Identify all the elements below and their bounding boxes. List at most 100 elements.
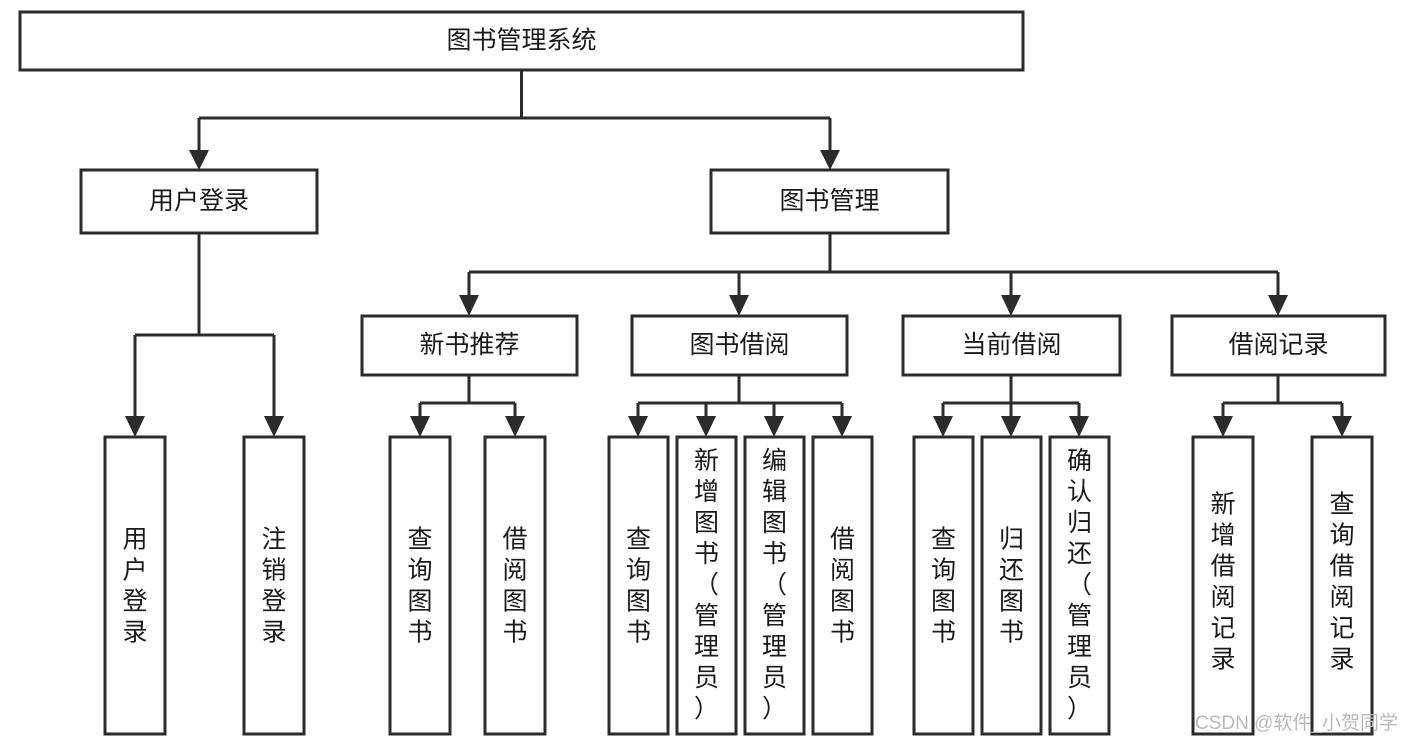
node-br-add-record-box[interactable] xyxy=(1191,435,1255,736)
arrow-head-book-management xyxy=(820,150,840,170)
arrow-head-book-borrow xyxy=(729,295,749,316)
node-book-management-box[interactable] xyxy=(709,168,950,235)
node-cb-confirm-return-label-char: 归 xyxy=(1067,509,1092,537)
node-bb-add-book-box[interactable] xyxy=(675,435,738,736)
node-bb-borrow-book-label-char: 借 xyxy=(830,526,855,554)
node-bb-query-book-label-char: 图 xyxy=(626,588,651,616)
node-nbr-borrow-book-box[interactable] xyxy=(483,435,547,736)
node-bb-edit-book-label-char: ） xyxy=(762,695,787,723)
node-br-add-record-label-char: 录 xyxy=(1210,646,1235,674)
node-book-borrow-box[interactable] xyxy=(630,314,849,377)
arrow-head-user-login xyxy=(189,150,209,170)
node-bb-edit-book-box[interactable] xyxy=(743,435,806,736)
node-bb-edit-book-label-char: 管 xyxy=(762,602,787,630)
node-nbr-borrow-book-label-char: 书 xyxy=(502,619,527,647)
node-book-borrow-label: 图书借阅 xyxy=(689,331,789,359)
node-cb-return-book-label-char: 图 xyxy=(999,588,1024,616)
node-book-management[interactable]: 图书管理 xyxy=(709,168,950,235)
node-cb-confirm-return-label-char: 理 xyxy=(1067,633,1092,661)
arrow-head-cb-confirm-return xyxy=(1069,416,1089,437)
node-br-query-record-label-char: 录 xyxy=(1329,646,1354,674)
node-bb-query-book-box[interactable] xyxy=(607,435,670,736)
node-bb-add-book-label-char: ） xyxy=(694,695,719,723)
node-nbr-query-book-label-char: 询 xyxy=(407,557,432,585)
node-cb-confirm-return-label-char: 确 xyxy=(1067,447,1092,475)
arrow-head-cb-return-book xyxy=(1001,416,1021,437)
node-leaf-user-logout-label-char: 录 xyxy=(261,619,286,647)
node-leaf-user-login-label-char: 录 xyxy=(122,619,147,647)
arrow-head-br-add-record xyxy=(1213,416,1233,437)
arrow-head-bb-edit-book xyxy=(764,416,784,437)
node-br-query-record-label-char: 查 xyxy=(1329,491,1354,519)
node-bb-edit-book-label-char: （ xyxy=(762,571,787,599)
node-cb-return-book-box[interactable] xyxy=(980,435,1043,736)
node-bb-edit-book-label-char: 书 xyxy=(762,540,787,568)
arrow-head-leaf-user-logout xyxy=(264,416,284,437)
node-leaf-user-login[interactable]: 用户登录 xyxy=(103,435,167,736)
node-leaf-user-login-label-char: 用 xyxy=(122,526,147,554)
node-br-add-record-label-char: 新 xyxy=(1210,491,1235,519)
node-br-query-record-label-char: 阅 xyxy=(1329,584,1354,612)
node-nbr-query-book-label-char: 查 xyxy=(407,526,432,554)
node-cb-return-book-label-char: 书 xyxy=(999,619,1024,647)
node-user-login-box[interactable] xyxy=(79,168,319,235)
node-bb-add-book-label-char: （ xyxy=(694,571,719,599)
node-borrow-record[interactable]: 借阅记录 xyxy=(1170,314,1387,377)
node-cb-query-book-box[interactable] xyxy=(912,435,975,736)
connector-layer xyxy=(125,70,1352,437)
node-bb-borrow-book-box[interactable] xyxy=(811,435,874,736)
node-cb-query-book-label-char: 询 xyxy=(931,557,956,585)
node-current-borrow-label: 当前借阅 xyxy=(961,331,1061,359)
node-bb-borrow-book-label-char: 图 xyxy=(830,588,855,616)
node-nbr-query-book-label-char: 图 xyxy=(407,588,432,616)
node-bb-add-book-label-char: 管 xyxy=(694,602,719,630)
node-bb-add-book-label-char: 员 xyxy=(694,664,719,692)
node-current-borrow[interactable]: 当前借阅 xyxy=(901,314,1122,377)
node-nbr-query-book-box[interactable] xyxy=(388,435,452,736)
arrow-head-current-borrow xyxy=(1001,295,1021,316)
node-br-query-record-box[interactable] xyxy=(1310,435,1374,736)
node-new-book-recommend[interactable]: 新书推荐 xyxy=(360,314,579,377)
arrow-head-bb-add-book xyxy=(696,416,716,437)
node-cb-query-book-label-char: 查 xyxy=(931,526,956,554)
node-book-borrow[interactable]: 图书借阅 xyxy=(630,314,849,377)
arrow-head-nbr-query-book xyxy=(410,416,430,437)
node-cb-confirm-return-box[interactable] xyxy=(1048,435,1111,736)
node-borrow-record-box[interactable] xyxy=(1170,314,1387,377)
node-bb-add-book-label-char: 理 xyxy=(694,633,719,661)
arrow-head-cb-query-book xyxy=(933,416,953,437)
node-bb-query-book-label-char: 查 xyxy=(626,526,651,554)
node-cb-return-book-label-char: 归 xyxy=(999,526,1024,554)
node-new-book-recommend-label: 新书推荐 xyxy=(419,331,519,359)
node-leaf-user-login-box[interactable] xyxy=(103,435,167,736)
node-bb-add-book-label-char: 增 xyxy=(694,478,719,506)
node-leaf-user-logout-label-char: 登 xyxy=(261,588,286,616)
node-bb-edit-book-label-char: 图 xyxy=(762,509,787,537)
node-current-borrow-box[interactable] xyxy=(901,314,1122,377)
node-bb-add-book-label-char: 书 xyxy=(694,540,719,568)
node-br-query-record-label-char: 借 xyxy=(1329,553,1354,581)
node-root-title-box[interactable] xyxy=(18,10,1025,72)
node-root-title-label: 图书管理系统 xyxy=(446,27,596,55)
node-root-title[interactable]: 图书管理系统 xyxy=(18,10,1025,72)
node-bb-edit-book-label-char: 编 xyxy=(762,447,787,475)
node-user-login[interactable]: 用户登录 xyxy=(79,168,319,235)
node-bb-query-book-label-char: 书 xyxy=(626,619,651,647)
node-new-book-recommend-box[interactable] xyxy=(360,314,579,377)
node-cb-return-book-label-char: 还 xyxy=(999,557,1024,585)
node-cb-confirm-return-label-char: 认 xyxy=(1067,478,1092,506)
node-leaf-user-logout-box[interactable] xyxy=(242,435,306,736)
node-bb-edit-book-label-char: 辑 xyxy=(762,478,787,506)
